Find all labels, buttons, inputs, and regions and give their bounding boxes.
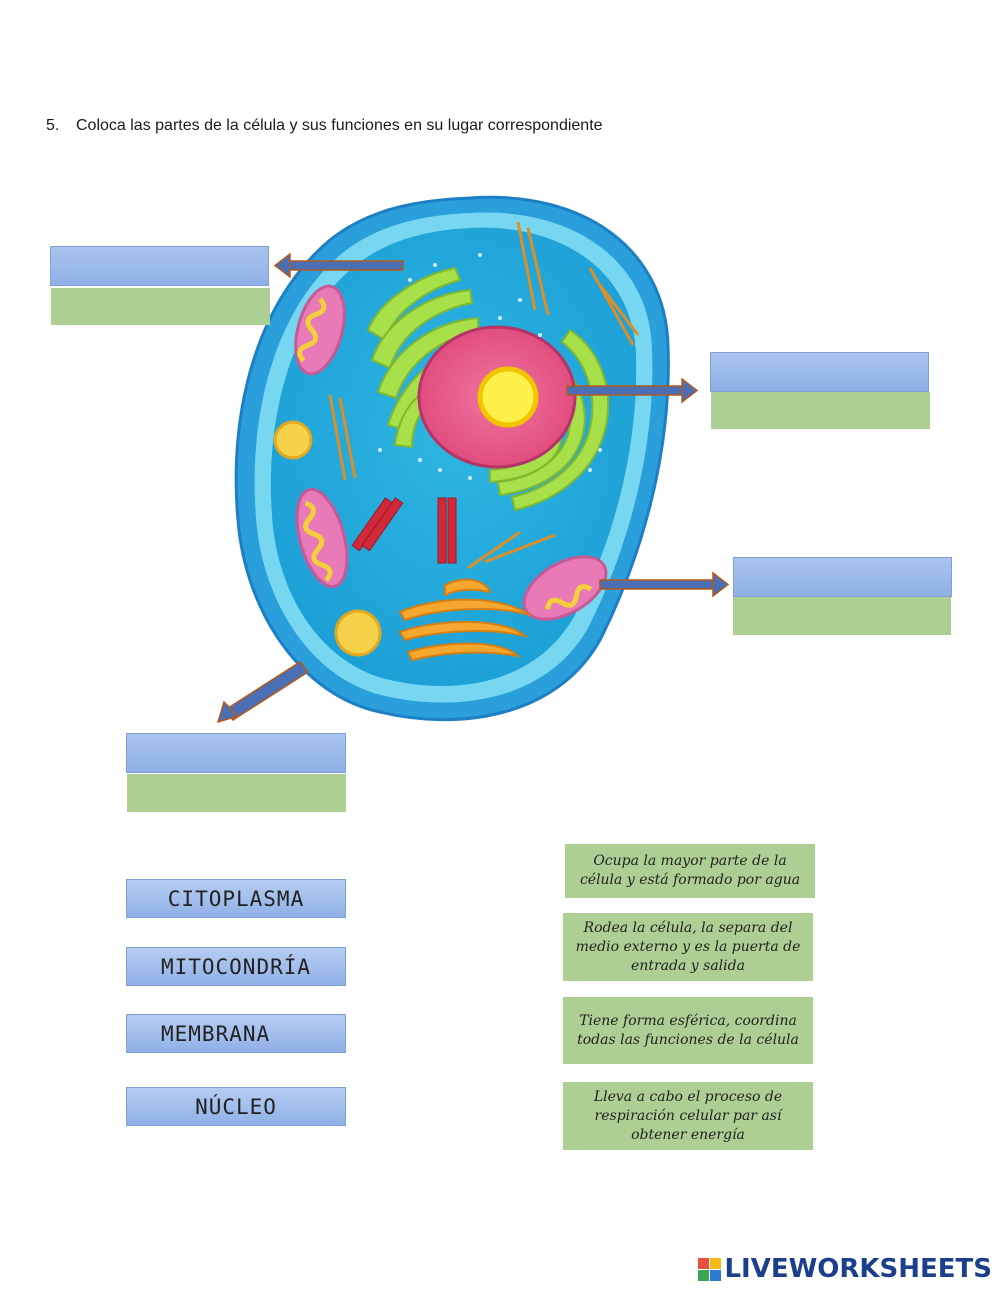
function-tile-1[interactable]: Ocupa la mayor parte de la célula y está… bbox=[565, 844, 815, 898]
drop-zone-function-1[interactable] bbox=[51, 288, 270, 325]
drop-zone-function-4[interactable] bbox=[127, 774, 346, 812]
lysosome-shape bbox=[273, 420, 313, 460]
drop-zone-function-2[interactable] bbox=[711, 392, 930, 429]
word-tile-nucleo[interactable]: NÚCLEO bbox=[126, 1087, 346, 1126]
word-tile-mitocondria[interactable]: MITOCONDRÍA bbox=[126, 947, 346, 986]
question-number: 5. bbox=[46, 117, 60, 134]
function-tile-3[interactable]: Tiene forma esférica, coordina todas las… bbox=[563, 997, 813, 1064]
microfilament-shape bbox=[328, 221, 640, 570]
drop-zone-function-3[interactable] bbox=[733, 597, 951, 635]
liveworksheets-logo-icon bbox=[698, 1257, 722, 1281]
function-tile-4[interactable]: Lleva a cabo el proceso de respiración c… bbox=[563, 1082, 813, 1150]
word-tile-membrana[interactable]: MEMBRANA bbox=[126, 1014, 346, 1053]
drop-zone-label-3[interactable] bbox=[733, 557, 952, 597]
drop-zone-label-2[interactable] bbox=[710, 352, 929, 392]
drop-zone-label-1[interactable] bbox=[50, 246, 269, 286]
liveworksheets-logo: LIVEWORKSHEETS bbox=[698, 1254, 992, 1284]
mitochondria-shape bbox=[294, 284, 608, 621]
nucleolus-shape bbox=[477, 366, 539, 428]
centriole-shape bbox=[351, 497, 457, 564]
question-text: Coloca las partes de la célula y sus fun… bbox=[76, 117, 603, 134]
function-tile-2[interactable]: Rodea la célula, la separa del medio ext… bbox=[563, 913, 813, 981]
brand-name: LIVEWORKSHEETS bbox=[724, 1254, 992, 1284]
ribosome-dots-shape bbox=[378, 253, 602, 480]
word-tile-citoplasma[interactable]: CITOPLASMA bbox=[126, 879, 346, 918]
lysosome-shape-2 bbox=[334, 609, 382, 657]
golgi-apparatus-shape bbox=[398, 578, 531, 662]
arrow-icon bbox=[216, 252, 730, 724]
drop-zone-label-4[interactable] bbox=[126, 733, 346, 773]
question: 5. Coloca las partes de la célula y sus f… bbox=[46, 117, 603, 135]
